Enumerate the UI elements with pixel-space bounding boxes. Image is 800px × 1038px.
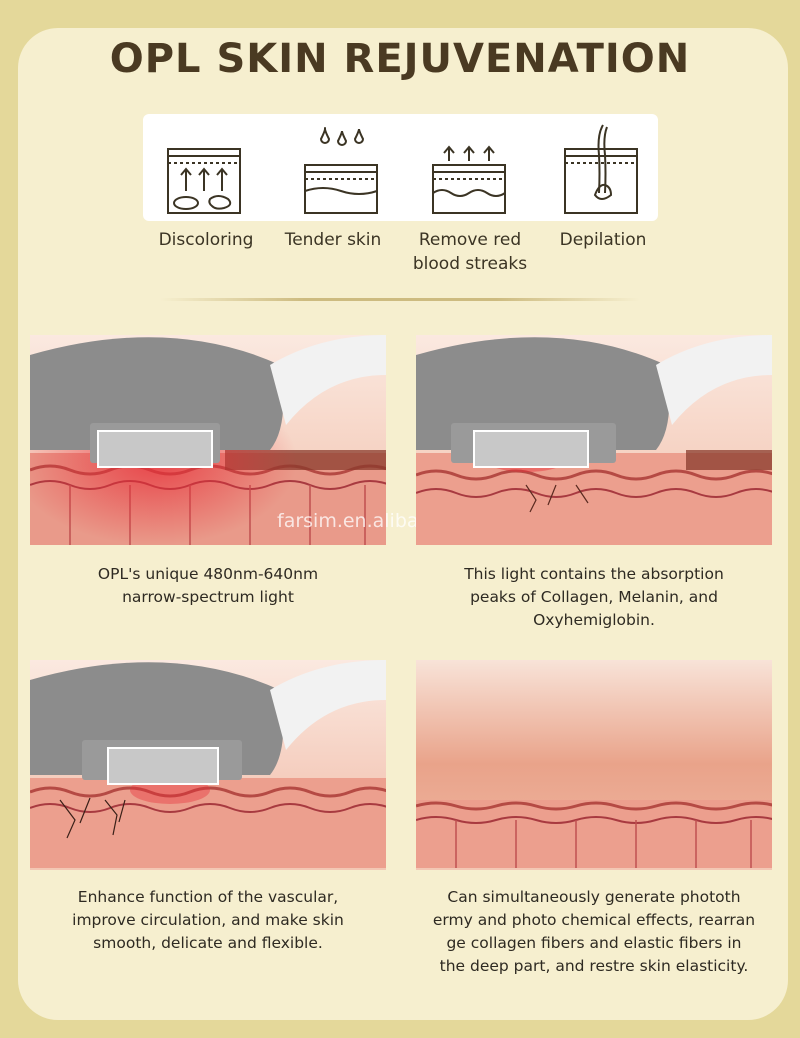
depilation-icon [563,123,643,215]
opl-vascular-image [30,660,386,870]
rejuvenated-skin-image [416,660,772,870]
remove-red-streaks-icon [431,123,511,215]
caption-4: Can simultaneously generate phototh ermy… [432,888,756,975]
opl-handpiece-on-skin-image [30,335,386,545]
effect-label-depilation: Depilation [559,230,647,250]
effect-label-remove-red-streaks: Remove red blood streaks [412,230,528,274]
discoloring-icon [166,123,246,215]
page-title: OPL SKIN REJUVENATION [109,36,691,82]
effects-icon-strip [143,114,658,221]
effect-label-tender-skin: Tender skin [284,230,382,250]
opl-absorption-image [416,335,772,545]
caption-2: This light contains the absorption peaks… [464,565,724,629]
caption-1: OPL's unique 480nm-640nm narrow-spectrum… [97,565,319,606]
caption-3: Enhance function of the vascular, improv… [72,888,344,952]
section-divider [160,298,640,301]
effect-label-discoloring: Discoloring [158,230,254,250]
tender-skin-icon [303,123,383,215]
